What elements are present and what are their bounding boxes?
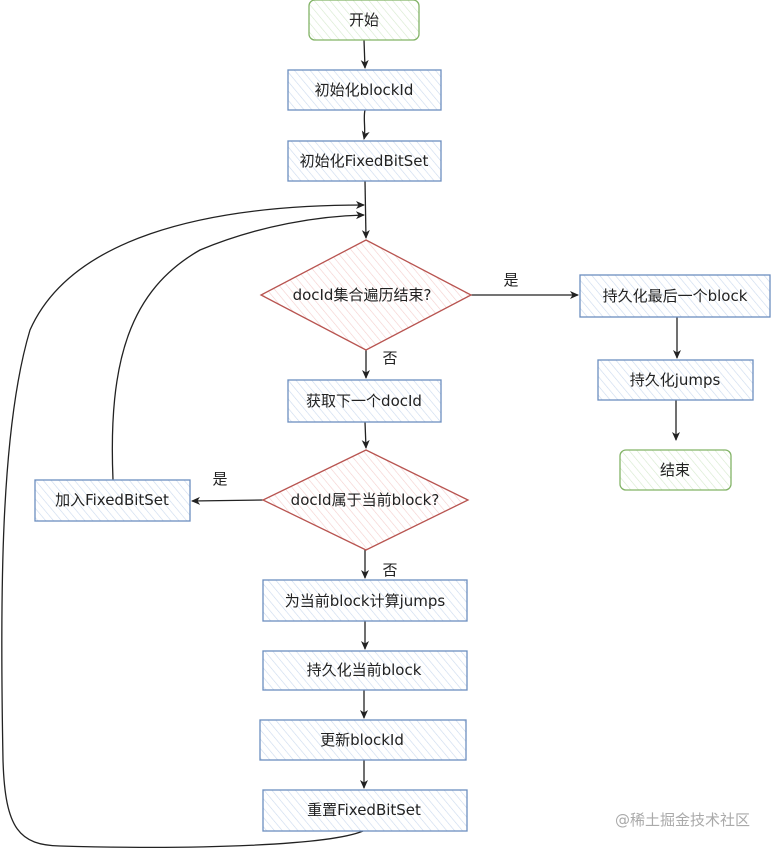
node-add-bitset[interactable]: 加入FixedBitSet bbox=[34, 479, 191, 522]
watermark-text: @稀土掘金技术社区 bbox=[615, 811, 750, 829]
node-label: 初始化blockId bbox=[315, 81, 414, 99]
edge-init-block-init-bitset bbox=[361, 109, 370, 140]
node-label: 开始 bbox=[349, 11, 379, 29]
node-label: docId属于当前block? bbox=[291, 491, 440, 509]
node-label: docId集合遍历结束? bbox=[293, 286, 432, 304]
node-update-block[interactable]: 更新blockId bbox=[259, 719, 467, 761]
node-cond-end[interactable]: docId集合遍历结束? bbox=[259, 239, 473, 351]
node-end[interactable]: 结束 bbox=[619, 449, 732, 491]
node-label: 持久化jumps bbox=[630, 371, 721, 389]
node-label: 更新blockId bbox=[320, 731, 404, 749]
node-reset-bitset[interactable]: 重置FixedBitSet bbox=[262, 789, 468, 832]
node-persist-last[interactable]: 持久化最后一个block bbox=[579, 274, 771, 318]
edge-next-doc-cond-block bbox=[361, 421, 370, 449]
edges-layer bbox=[1, 39, 681, 848]
node-init-bitset[interactable]: 初始化FixedBitSet bbox=[287, 140, 442, 182]
node-label: 为当前block计算jumps bbox=[285, 592, 446, 610]
node-label: 重置FixedBitSet bbox=[307, 801, 421, 819]
node-start[interactable]: 开始 bbox=[308, 0, 420, 41]
node-cond-block[interactable]: docId属于当前block? bbox=[261, 449, 470, 551]
node-label: 结束 bbox=[660, 461, 690, 479]
node-persist-jumps[interactable]: 持久化jumps bbox=[597, 359, 754, 401]
node-init-block[interactable]: 初始化blockId bbox=[287, 69, 442, 111]
node-label: 持久化最后一个block bbox=[603, 287, 748, 305]
edge-cond-block-add-bitset bbox=[191, 496, 264, 505]
edge-add-bitset-loop bbox=[111, 211, 365, 481]
edge-labels-layer: 是 否 是 否 bbox=[212, 271, 518, 579]
node-label: 获取下一个docId bbox=[306, 392, 422, 410]
node-label: 持久化当前block bbox=[307, 661, 422, 679]
node-next-doc[interactable]: 获取下一个docId bbox=[287, 379, 442, 423]
edge-init-bitset-cond-end bbox=[361, 180, 370, 239]
node-label: 加入FixedBitSet bbox=[55, 491, 169, 509]
edge-reset-bitset-loop bbox=[1, 201, 365, 848]
node-calc-jumps[interactable]: 为当前block计算jumps bbox=[262, 579, 468, 622]
edge-label-no-end: 否 bbox=[382, 349, 397, 367]
node-persist-cur[interactable]: 持久化当前block bbox=[262, 650, 468, 691]
node-label: 初始化FixedBitSet bbox=[300, 152, 429, 170]
nodes-layer: 开始 初始化blockId 初始化FixedBitSet docId集合遍历结束… bbox=[34, 0, 771, 832]
edge-start-init-block bbox=[360, 39, 369, 69]
edge-label-yes-block: 是 bbox=[212, 470, 227, 488]
edge-label-no-block: 否 bbox=[382, 561, 397, 579]
edge-label-yes-end: 是 bbox=[503, 271, 518, 289]
